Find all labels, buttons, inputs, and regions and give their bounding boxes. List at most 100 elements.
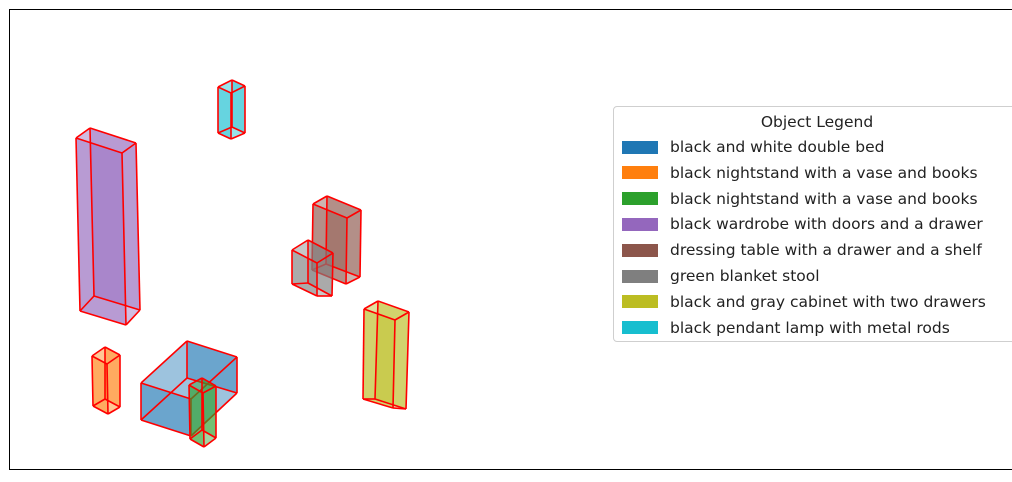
box-face xyxy=(393,312,409,409)
object-legend: Object Legend black and white double bed… xyxy=(613,106,1012,342)
box-edge xyxy=(202,385,217,394)
box-edge xyxy=(331,252,334,297)
box-edge xyxy=(394,311,410,321)
box-face xyxy=(364,301,409,320)
legend-swatch xyxy=(622,243,658,257)
box-edge xyxy=(291,283,318,297)
box-face xyxy=(218,87,231,139)
wardrobe-box xyxy=(75,127,141,326)
legend-entry: green blanket stool xyxy=(622,265,820,287)
cabinet-box xyxy=(362,300,410,410)
box-edge xyxy=(189,438,205,448)
legend-label: dressing table with a drawer and a shelf xyxy=(670,241,982,260)
legend-entry: black pendant lamp with metal rods xyxy=(622,317,950,339)
box-edge xyxy=(203,437,217,448)
box-edge xyxy=(201,377,217,387)
legend-title: Object Legend xyxy=(760,113,874,131)
box-edge xyxy=(92,405,109,415)
box-edge xyxy=(312,195,328,205)
nightstand-green-box xyxy=(188,377,217,448)
box-edge xyxy=(231,126,246,134)
legend-entry: black nightstand with a vase and books xyxy=(622,188,978,210)
pendant-lamp-box xyxy=(217,79,246,140)
box-face xyxy=(232,80,245,133)
box-face xyxy=(203,386,216,447)
legend-entry: black wardrobe with doors and a drawer xyxy=(622,213,983,235)
box-edge xyxy=(75,137,123,154)
box-edge xyxy=(307,282,333,297)
legend-label: black wardrobe with doors and a drawer xyxy=(670,215,983,234)
box-face xyxy=(346,210,361,284)
box-edge xyxy=(345,276,361,285)
box-edge xyxy=(186,340,238,358)
box-edge xyxy=(312,203,348,219)
blanket-stool-box xyxy=(291,239,334,297)
box-edge xyxy=(188,377,203,386)
box-edge xyxy=(345,217,348,285)
legend-label: black and gray cabinet with two drawers xyxy=(670,292,986,311)
box-edge xyxy=(188,384,204,394)
box-edge xyxy=(140,377,188,421)
box-edge xyxy=(104,346,121,356)
box-edge xyxy=(188,384,191,440)
box-edge xyxy=(291,249,318,264)
box-face xyxy=(141,383,191,436)
box-edge xyxy=(316,252,334,264)
box-edge xyxy=(362,398,394,409)
box-edge xyxy=(363,308,396,321)
box-edge xyxy=(392,407,407,410)
box-edge xyxy=(291,239,309,251)
legend-label: green blanket stool xyxy=(670,267,820,285)
box-edge xyxy=(231,79,246,87)
box-edge xyxy=(362,308,365,400)
box-edge xyxy=(106,363,109,415)
legend-entry: black and white double bed xyxy=(622,136,884,158)
box-edge xyxy=(374,300,379,400)
box-edge xyxy=(106,354,121,365)
box-edge xyxy=(230,85,246,94)
legend-swatch xyxy=(622,217,658,231)
legend-swatch xyxy=(622,192,658,206)
box-edge xyxy=(89,127,137,144)
box-edge xyxy=(392,319,396,409)
box-edge xyxy=(93,295,141,311)
box-face xyxy=(141,341,237,399)
box-edge xyxy=(121,152,127,326)
legend-swatch xyxy=(622,321,658,335)
box-edge xyxy=(405,311,410,410)
box-edge xyxy=(89,127,95,297)
box-edge xyxy=(107,406,121,415)
box-edge xyxy=(307,239,334,254)
box-edge xyxy=(121,142,137,154)
box-edge xyxy=(363,300,379,310)
box-edge xyxy=(217,126,233,134)
box-edge xyxy=(201,429,217,439)
legend-swatch xyxy=(622,269,658,283)
box-edge xyxy=(217,79,233,88)
box-edge xyxy=(135,142,141,311)
box-face xyxy=(231,86,245,139)
box-edge xyxy=(217,86,232,94)
legend-label: black and white double bed xyxy=(670,138,885,156)
legend-swatch xyxy=(622,166,658,180)
box-face xyxy=(76,138,126,325)
box-edge xyxy=(91,346,106,357)
box-edge xyxy=(104,398,121,408)
box-face xyxy=(292,240,333,263)
box-edge xyxy=(140,382,192,400)
box-edge xyxy=(377,300,410,313)
box-edge xyxy=(346,209,362,219)
box-face xyxy=(363,309,395,408)
legend-entry: dressing table with a drawer and a shelf xyxy=(622,239,982,261)
box-edge xyxy=(202,392,205,448)
legend-label: black pendant lamp with metal rods xyxy=(670,318,950,337)
box-edge xyxy=(91,355,94,407)
box-edge xyxy=(92,398,106,407)
legend-swatch xyxy=(622,140,658,154)
box-face xyxy=(317,253,333,296)
box-edge xyxy=(75,127,91,139)
box-edge xyxy=(374,398,407,410)
box-edge xyxy=(125,309,141,326)
box-edge xyxy=(75,137,81,312)
